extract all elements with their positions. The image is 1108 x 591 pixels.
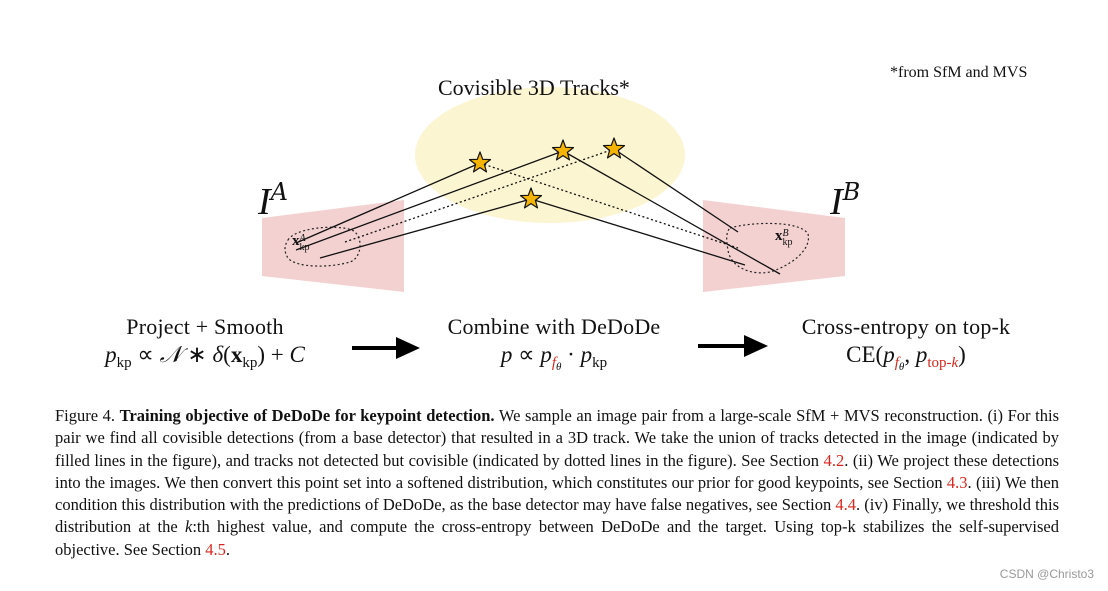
step-title: Combine with DeDoDe	[447, 314, 661, 339]
track-line	[319, 198, 532, 259]
arrow-right-icon	[352, 337, 420, 359]
step-title: Project + Smooth	[126, 314, 284, 339]
section-link-4-2[interactable]: 4.2	[823, 450, 845, 470]
footnote: *from SfM and MVS	[890, 64, 1028, 81]
track-line	[295, 162, 481, 244]
covisible-tracks-region	[415, 87, 685, 223]
figure-caption: Figure 4. Training objective of DeDoDe f…	[55, 406, 1060, 559]
step-title: Cross-entropy on top-k	[801, 314, 1011, 339]
star-icon	[602, 137, 626, 159]
section-link-4-3[interactable]: 4.3	[946, 472, 968, 492]
image-b-plane	[703, 200, 845, 292]
image-b-label: IB	[830, 178, 861, 223]
star-icon	[468, 151, 492, 173]
section-link-4-4[interactable]: 4.4	[835, 495, 856, 515]
track-line	[295, 150, 564, 251]
figure-diagram	[262, 87, 845, 359]
track-line	[530, 198, 746, 266]
star-icon	[519, 187, 543, 209]
step-project-smooth: Project + Smooth pkp ∝ 𝒩 ∗ δ(xkp) + C	[85, 314, 325, 371]
step-combine: Combine with DeDoDe p ∝ pfθ · pkp	[424, 314, 684, 373]
image-a-label: IA	[258, 178, 288, 223]
step-cross-entropy: Cross-entropy on top-k CE(pfθ, ptop-k)	[776, 314, 1036, 373]
step-equation: p ∝ pfθ · pkp	[500, 342, 608, 373]
caption-title: Training objective of DeDoDe for keypoin…	[119, 406, 495, 425]
step-equation: pkp ∝ 𝒩 ∗ δ(xkp) + C	[105, 342, 305, 371]
track-line-dotted	[479, 162, 739, 249]
star-icon	[551, 139, 575, 161]
section-link-4-5[interactable]: 4.5	[205, 539, 226, 559]
watermark: CSDN @Christo3	[999, 567, 1094, 581]
arrow-right-icon	[698, 335, 768, 357]
track-line	[562, 150, 781, 275]
step-equation: CE(pfθ, ptop-k)	[846, 342, 966, 373]
caption-label: Figure 4.	[55, 406, 116, 425]
track-line	[613, 148, 739, 233]
tracks-title: Covisible 3D Tracks*	[438, 75, 630, 100]
